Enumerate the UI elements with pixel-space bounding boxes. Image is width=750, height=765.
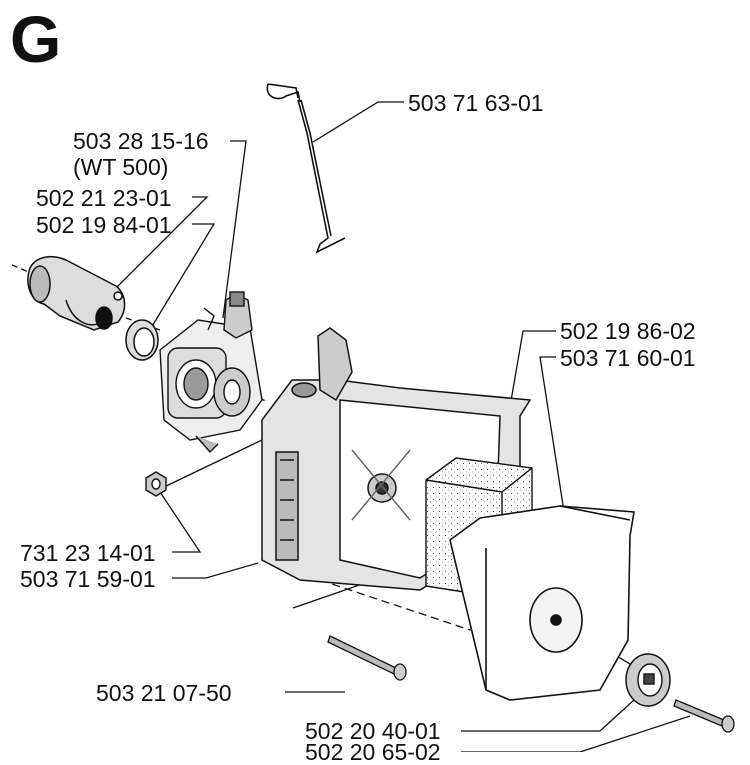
part-label: 502 20 65-02	[305, 739, 441, 765]
throttle-rod	[266, 83, 346, 254]
section-letter: G	[10, 2, 62, 76]
carburetor	[159, 291, 263, 454]
screw-short	[327, 635, 407, 681]
part-label: 503 71 59-01	[20, 566, 156, 592]
part-label: 731 23 14-01	[20, 540, 156, 566]
part-label: 503 28 15-16	[73, 128, 209, 154]
nut	[145, 471, 167, 497]
part-label: 503 71 63-01	[408, 90, 544, 116]
part-label-note: (WT 500)	[73, 154, 169, 180]
part-label: 503 71 60-01	[560, 345, 696, 371]
part-label: 502 19 84-01	[36, 212, 172, 238]
part-label: 503 21 07-50	[96, 680, 232, 706]
filter-cover	[449, 505, 635, 701]
knob	[625, 653, 671, 707]
part-label: 502 19 86-02	[560, 318, 696, 344]
gasket-ring	[125, 319, 159, 361]
screw-long	[673, 699, 735, 733]
intake-elbow	[27, 255, 126, 331]
part-label: 502 20 40-01	[305, 718, 441, 744]
part-label: 502 21 23-01	[36, 185, 172, 211]
